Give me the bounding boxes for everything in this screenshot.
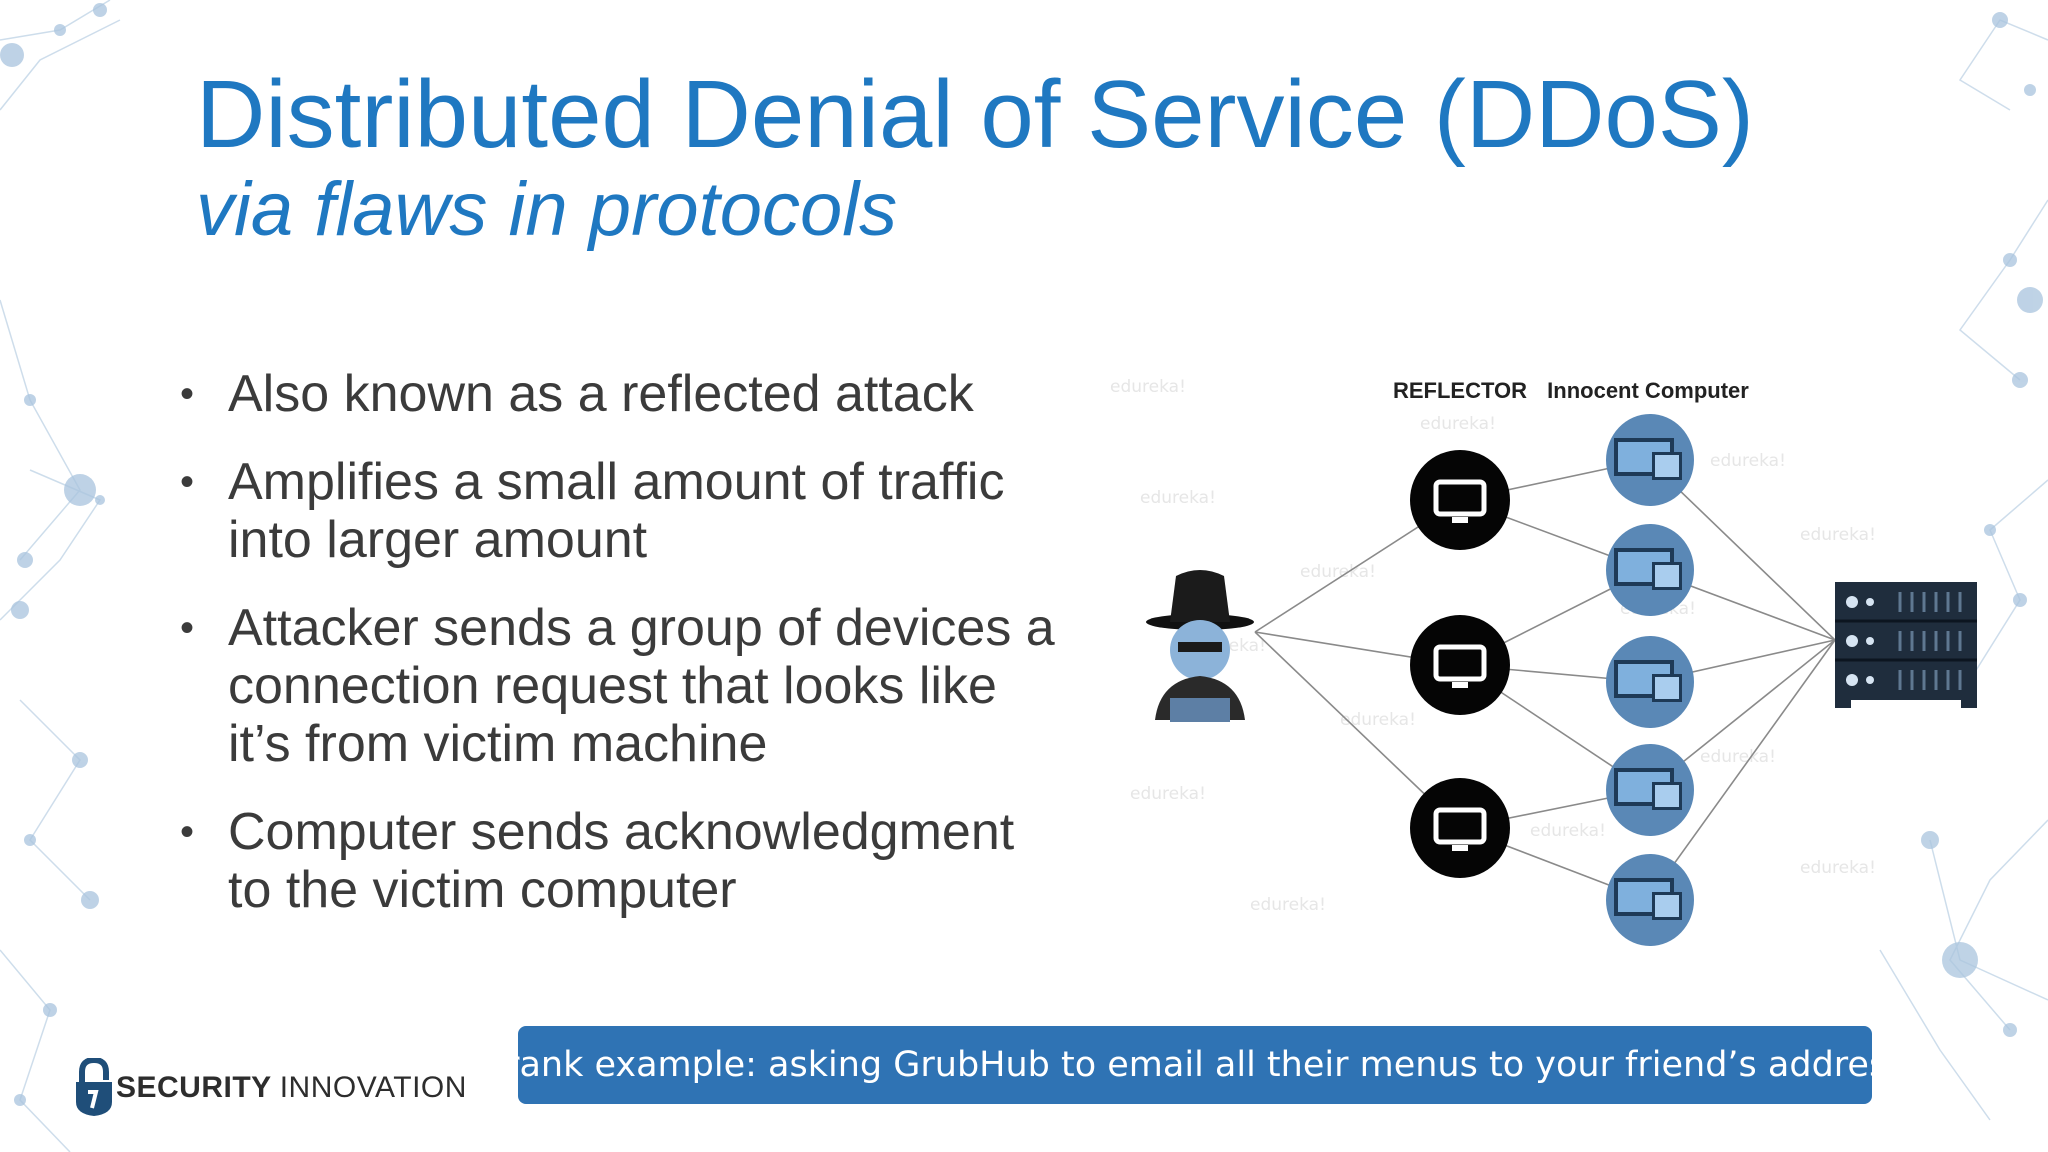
watermark-text: edureka! — [1250, 895, 1326, 915]
reflector-node-1 — [1410, 450, 1510, 550]
victim-server-icon — [1835, 582, 1977, 708]
bullet-text: Computer sends acknowledgment to the vic… — [228, 803, 1015, 919]
bullet-item: • Also known as a reflected attack — [170, 365, 1070, 423]
slide-title: Distributed Denial of Service (DDoS) — [196, 61, 1754, 168]
bullet-item: • Amplifies a small amount of traffic int… — [170, 453, 1070, 569]
bullet-text: Attacker sends a group of devices a conn… — [228, 599, 1055, 773]
bullet-marker: • — [180, 460, 195, 504]
watermark-text: edureka! — [1800, 525, 1876, 545]
bullet-marker: • — [180, 810, 195, 854]
watermark-text: edureka! — [1530, 821, 1606, 841]
reflector-label: REFLECTOR — [1393, 378, 1527, 403]
watermark-pattern: edureka! edureka! edureka! edureka! edur… — [1110, 377, 1936, 915]
watermark-text: edureka! — [1420, 414, 1496, 434]
watermark-text: edureka! — [1340, 710, 1416, 730]
watermark-text: edureka! — [1130, 784, 1206, 804]
watermark-text: edureka! — [1710, 451, 1786, 471]
watermark-text: edureka! — [1110, 377, 1186, 397]
bullet-text: Amplifies a small amount of traffic into… — [228, 453, 1005, 569]
watermark-text: edureka! — [1700, 747, 1776, 767]
innocent-computer-2 — [1606, 524, 1694, 616]
lock-shield-icon — [76, 1058, 112, 1116]
bullet-text: Also known as a reflected attack — [228, 365, 974, 423]
logo-word-security: SECURITY — [116, 1071, 272, 1104]
innocent-computer-3 — [1606, 636, 1694, 728]
reflector-node-3 — [1410, 778, 1510, 878]
innocent-computer-4 — [1606, 744, 1694, 836]
bullet-marker: • — [180, 372, 195, 416]
bullet-item: • Attacker sends a group of devices a con… — [170, 599, 1070, 773]
bullet-item: • Computer sends acknowledgment to the vi… — [170, 803, 1070, 919]
innocent-computer-1 — [1606, 414, 1694, 506]
attacker-hacker-icon — [1146, 570, 1254, 722]
innocent-computer-5 — [1606, 854, 1694, 946]
reflector-node-2 — [1410, 615, 1510, 715]
prank-example-banner: Prank example: asking GrubHub to email a… — [485, 1026, 1905, 1104]
slide-subtitle: via flaws in protocols — [196, 167, 898, 252]
security-innovation-logo: SECURITY INNOVATION — [72, 1056, 467, 1120]
bullet-list: • Also known as a reflected attack • Ampli… — [170, 365, 1070, 949]
logo-word-innovation: INNOVATION — [279, 1071, 467, 1104]
watermark-text: edureka! — [1800, 858, 1876, 878]
watermark-text: edureka! — [1140, 488, 1216, 508]
ddos-reflection-diagram: edureka! edureka! edureka! edureka! edur… — [1110, 377, 1977, 946]
bullet-marker: • — [180, 606, 195, 650]
innocent-computer-label: Innocent Computer — [1547, 378, 1749, 403]
